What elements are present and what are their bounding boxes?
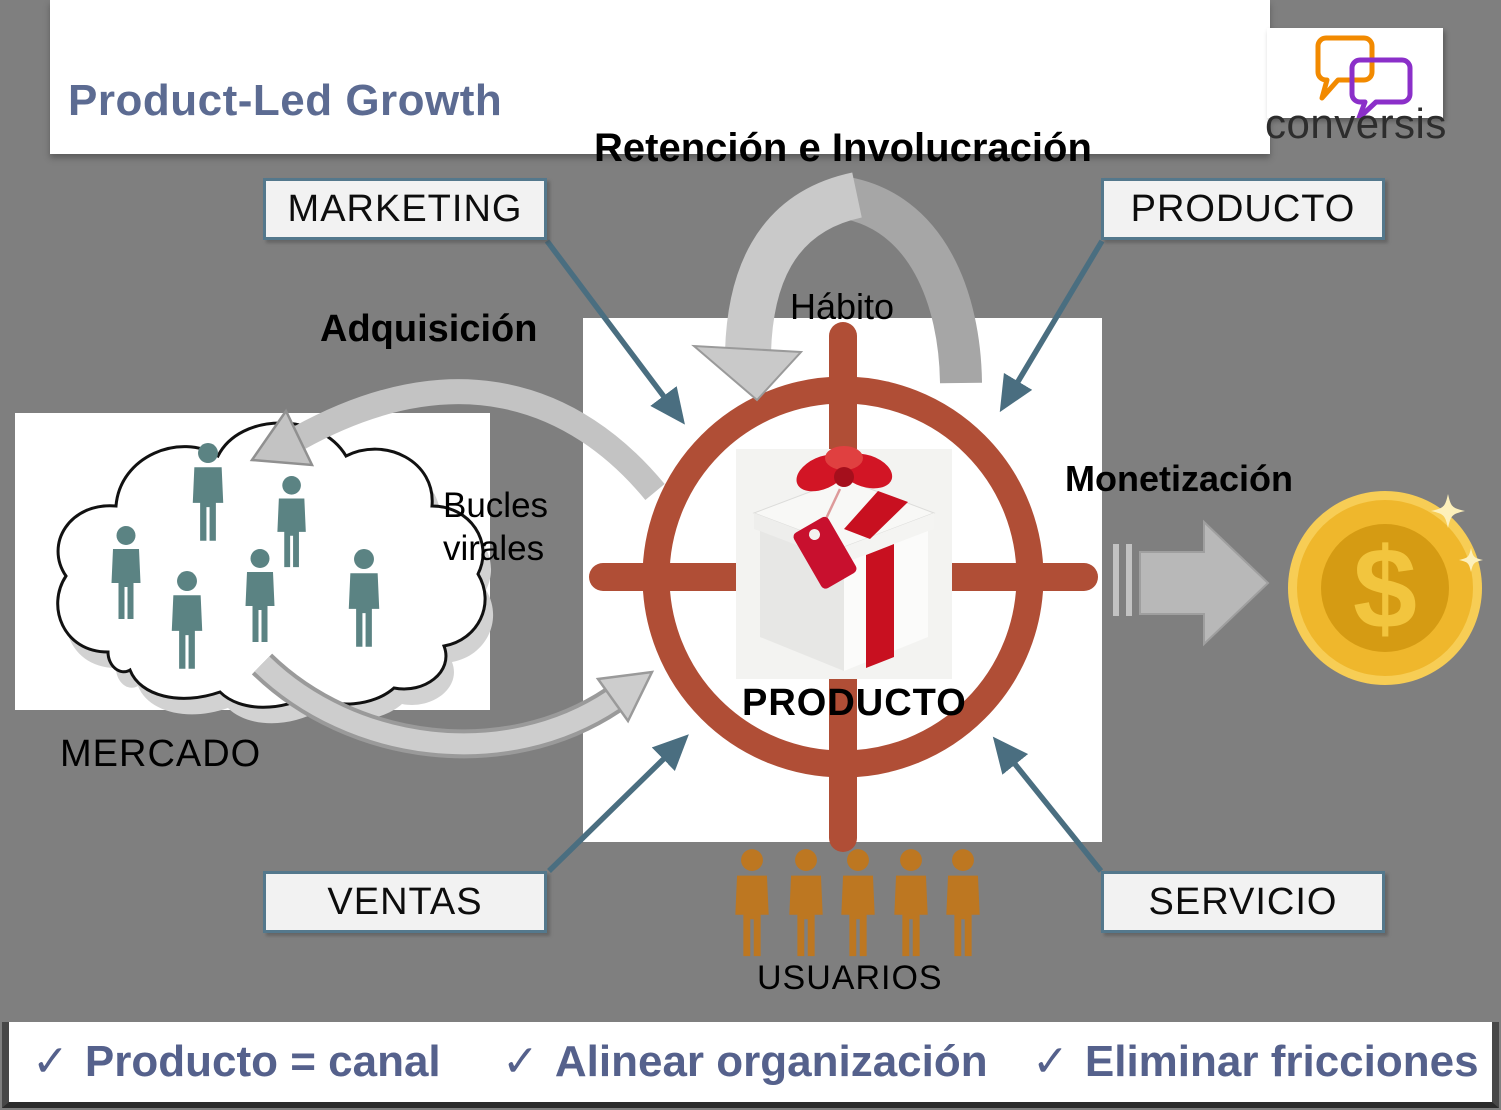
person-icon (894, 849, 928, 957)
check-icon: ✓ (502, 1037, 539, 1086)
coin-icon: $ (1288, 491, 1483, 685)
users-icons (735, 849, 980, 957)
speech-bubbles-icon (1315, 35, 1413, 121)
purple-bubble-icon (1349, 57, 1413, 121)
service-box: SERVICIO (1101, 871, 1385, 933)
market-image-panel (15, 413, 490, 710)
footer-item: ✓ Alinear organización (502, 1036, 988, 1087)
person-icon (946, 849, 980, 957)
footer-item: ✓ Producto = canal (32, 1036, 441, 1087)
footer-label: Eliminar fricciones (1084, 1037, 1479, 1086)
acquisition-label: Adquisición (320, 308, 538, 350)
top-banner (50, 0, 1270, 154)
speed-dash (1126, 544, 1132, 616)
monetization-arrow (1113, 519, 1270, 647)
monetization-label: Monetización (1065, 458, 1294, 499)
dollar-symbol: $ (1353, 525, 1417, 653)
retention-label: Retención e Involucración (594, 126, 1092, 170)
person-icon (735, 849, 769, 957)
product-box: PRODUCTO (1101, 178, 1385, 240)
habit-label: Hábito (790, 286, 895, 327)
person-icon (841, 849, 875, 957)
footer-banner (2, 1022, 1499, 1108)
logo-text: conversis (1265, 100, 1447, 147)
page-title: Product-Led Growth (68, 76, 503, 125)
users-label: USUARIOS (757, 959, 943, 997)
speed-dash (1113, 544, 1119, 616)
footer-label: Alinear organización (554, 1037, 988, 1086)
viral-loops-label: Bucles virales (443, 486, 549, 568)
sparkle-icon (1459, 548, 1483, 572)
orange-bubble-icon (1315, 35, 1375, 101)
center-panel (583, 318, 1102, 842)
market-label: MERCADO (60, 733, 262, 775)
product-center-label: PRODUCTO (742, 682, 967, 724)
marketing-box: MARKETING (263, 178, 547, 240)
check-icon: ✓ (1032, 1037, 1069, 1086)
check-icon: ✓ (32, 1037, 69, 1086)
sales-box: VENTAS (263, 871, 547, 933)
footer-label: Producto = canal (84, 1037, 441, 1086)
sparkle-icon (1431, 494, 1465, 528)
footer-item: ✓ Eliminar fricciones (1032, 1036, 1479, 1087)
logo-box: conversis (1265, 28, 1446, 147)
person-icon (789, 849, 823, 957)
